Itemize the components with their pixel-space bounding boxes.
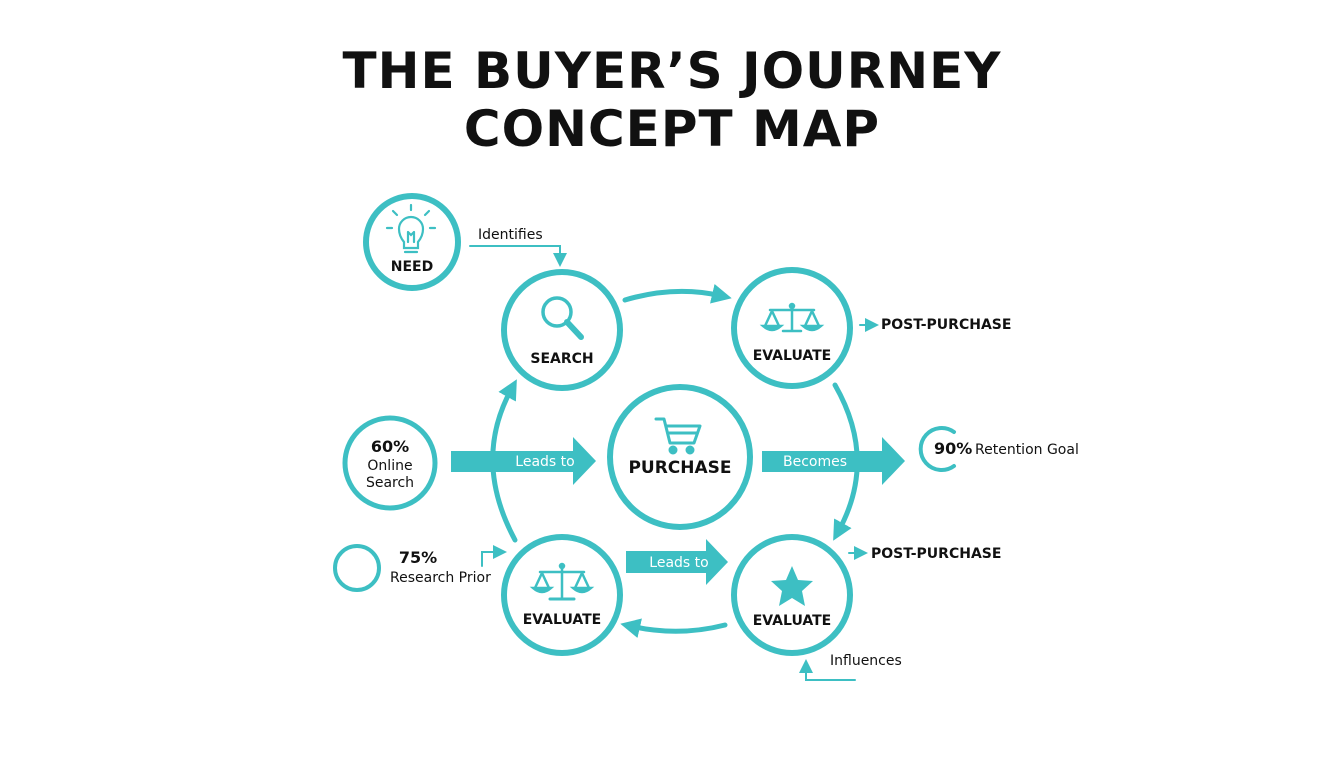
lightbulb-icon	[385, 203, 437, 254]
node-purchase[interactable]: PURCHASE	[607, 384, 753, 530]
identifies-connector	[469, 245, 567, 267]
stat-online-line1: Online	[367, 458, 412, 474]
node-need-label: NEED	[391, 259, 433, 275]
node-search[interactable]: SEARCH	[501, 269, 623, 391]
research-connector	[481, 545, 507, 567]
node-evaluate-bottom-left[interactable]: EVALUATE	[501, 534, 623, 656]
post-purchase-top-label: POST-PURCHASE	[881, 317, 1011, 333]
scales-icon	[759, 302, 825, 333]
stat-online-line2: Search	[366, 475, 414, 491]
stat-research-prior: 75% Research Prior	[333, 544, 491, 592]
title-line-1: THE BUYER’S JOURNEY	[342, 42, 1002, 100]
node-evaluate-top-label: EVALUATE	[753, 348, 832, 364]
magnifier-icon	[541, 296, 584, 340]
arrow-leads-to-left-label: Leads to	[515, 454, 574, 470]
stat-online-value: 60%	[371, 437, 409, 456]
scales-icon	[529, 562, 595, 601]
retention-ring	[918, 426, 956, 472]
post-purchase-bottom-label: POST-PURCHASE	[871, 546, 1001, 562]
edge-influences-label: Influences	[830, 653, 902, 669]
arrow-becomes[interactable]: Becomes	[762, 437, 905, 485]
node-need[interactable]: NEED	[363, 193, 461, 291]
node-search-label: SEARCH	[530, 351, 593, 367]
cart-icon	[654, 417, 702, 455]
stat-retention-text: Retention Goal	[975, 442, 1079, 458]
node-evaluate-bottom-left-label: EVALUATE	[523, 612, 602, 628]
node-purchase-label: PURCHASE	[628, 458, 731, 478]
stat-retention-goal: 90% Retention Goal	[918, 426, 1079, 472]
page-title: THE BUYER’S JOURNEY CONCEPT MAP	[0, 42, 1344, 158]
arrow-leads-to-bottom-label: Leads to	[649, 555, 708, 571]
edge-identifies-label: Identifies	[478, 227, 543, 243]
node-evaluate-bottom-right-label: EVALUATE	[753, 613, 832, 629]
arrow-leads-to-left[interactable]: Leads to	[451, 437, 596, 485]
node-evaluate-top[interactable]: EVALUATE	[731, 267, 853, 389]
title-line-2: CONCEPT MAP	[463, 100, 881, 158]
arrow-leads-to-bottom[interactable]: Leads to	[626, 539, 728, 585]
stat-research-text: Research Prior	[390, 570, 491, 586]
arc-evaluate-right-to-evaluate-left	[620, 618, 728, 638]
arc-search-to-evaluate	[622, 283, 732, 304]
star-icon	[771, 566, 813, 606]
node-evaluate-bottom-right[interactable]: EVALUATE	[731, 534, 853, 656]
stat-retention-value: 90%	[934, 439, 972, 458]
influences-connector	[799, 659, 856, 681]
stat-research-value: 75%	[399, 548, 437, 567]
arrow-becomes-label: Becomes	[783, 454, 847, 470]
stat-online-search: 60% Online Search	[342, 415, 438, 511]
